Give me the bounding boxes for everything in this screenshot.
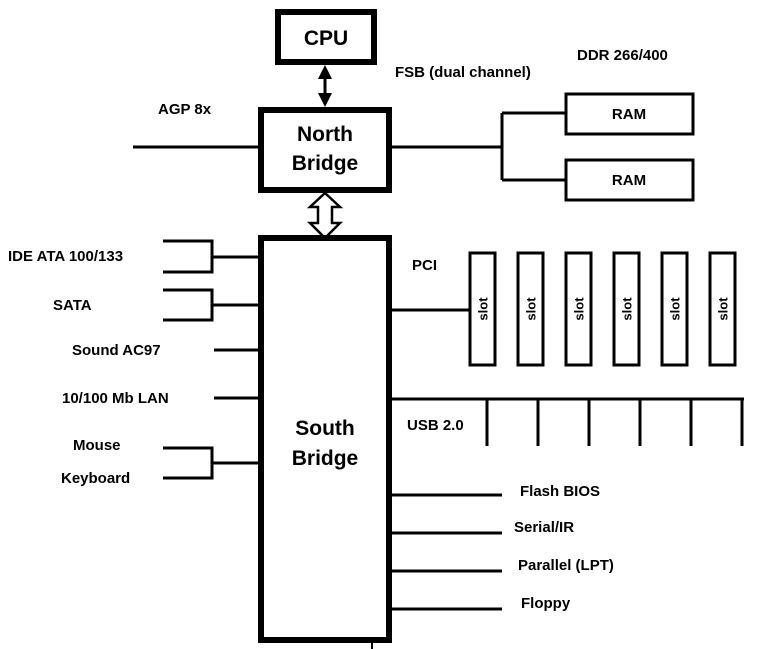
south-bridge-label-line1: South [295,417,354,440]
pci-slot-2-label: slot [524,297,539,321]
pci-label: PCI [412,257,437,274]
parallel-label: Parallel (LPT) [518,557,614,574]
ram-module-1 [564,92,695,136]
pci-slot-3 [564,251,593,367]
ram-module-1-label: RAM [612,106,646,123]
pci-slot-group: slot slot slot slot slot slot [468,251,737,367]
pci-slot-2 [516,251,545,367]
sata-connector [163,288,261,322]
south-bridge-box [258,235,392,643]
fsb-arrow-up [318,65,332,79]
lan-label: 10/100 Mb LAN [62,390,169,407]
pci-slot-6-label: slot [716,297,731,321]
mouse-label: Mouse [73,437,121,454]
keyboard-label: Keyboard [61,470,130,487]
ide-label: IDE ATA 100/133 [8,248,123,265]
pci-slot-4 [612,251,641,367]
serial-ir-label: Serial/IR [514,519,574,536]
north-bridge-label-line1: North [297,123,353,146]
pci-slot-4-label: slot [620,297,635,321]
north-bridge-label-line2: Bridge [292,152,359,175]
fsb-label: FSB (dual channel) [395,64,531,81]
pci-slot-5-label: slot [668,297,683,321]
flash-bios-label: Flash BIOS [520,483,600,500]
south-bridge-label-line2: Bridge [292,447,359,470]
ram-module-2-label: RAM [612,172,646,189]
ps2-connector [163,446,261,480]
pci-slot-6 [708,251,737,367]
fsb-arrow-down [318,93,332,107]
pci-slot-1 [468,251,497,367]
cpu-label: CPU [304,27,348,50]
pci-slot-5 [660,251,689,367]
sata-label: SATA [53,297,92,314]
hub-link-arrow [306,191,344,240]
north-bridge-box [258,107,392,193]
sound-label: Sound AC97 [72,342,161,359]
pci-slot-1-label: slot [476,297,491,321]
ddr-label: DDR 266/400 [577,47,668,64]
floppy-label: Floppy [521,595,571,612]
pci-slot-3-label: slot [572,297,587,321]
ram-module-2 [564,158,695,202]
cpu-box [275,9,377,65]
agp-label: AGP 8x [158,101,212,118]
usb-label: USB 2.0 [407,417,464,434]
usb-port-group [485,399,744,446]
ide-connector [163,239,261,274]
